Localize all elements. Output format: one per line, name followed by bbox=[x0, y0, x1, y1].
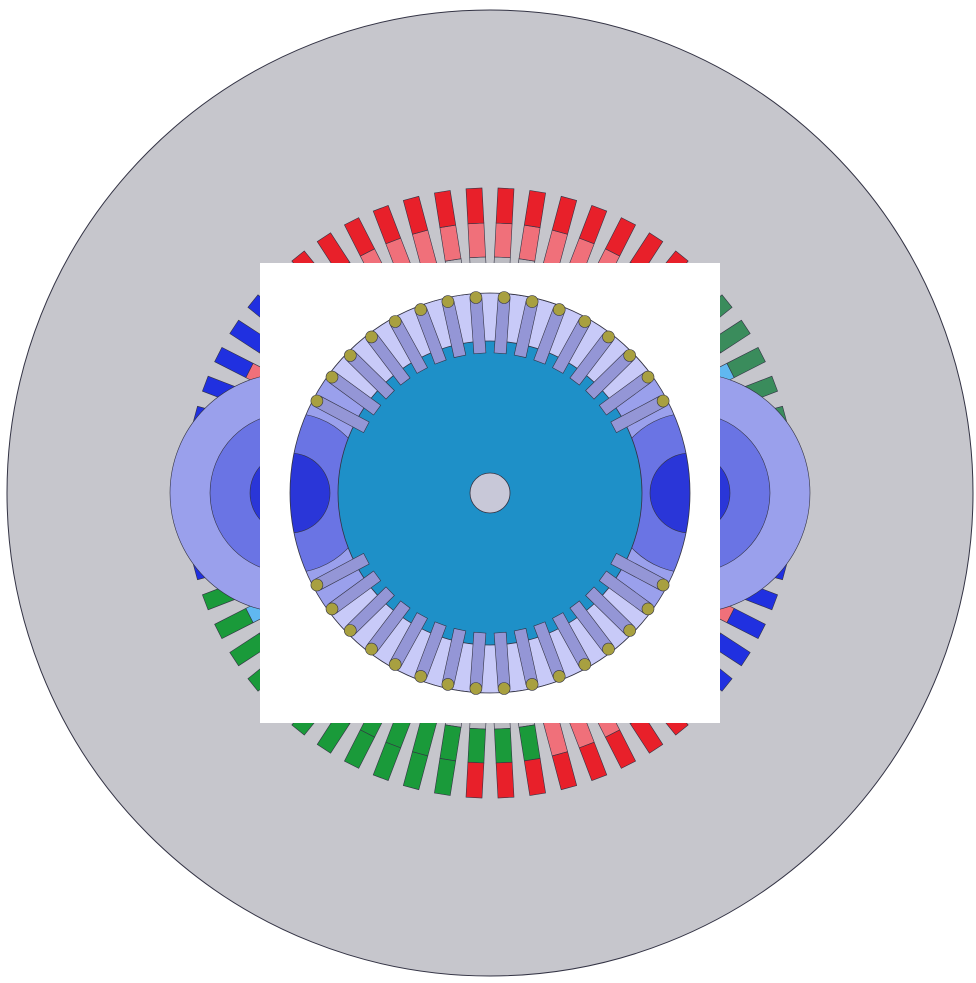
stator-winding-outer-layer bbox=[372, 205, 402, 245]
rotor-mask bbox=[260, 263, 720, 723]
stator-winding-outer-layer bbox=[434, 190, 457, 228]
damper-bar bbox=[552, 670, 566, 683]
damper-bar bbox=[441, 678, 455, 691]
shaft bbox=[469, 472, 511, 514]
damper-bar bbox=[656, 394, 670, 408]
damper-bar bbox=[365, 330, 378, 344]
damper-bar bbox=[469, 291, 483, 304]
stator-winding-outer-layer bbox=[604, 729, 637, 769]
damper-bar bbox=[414, 670, 428, 683]
stator-winding-outer-layer bbox=[726, 607, 766, 640]
damper-bar bbox=[497, 682, 511, 695]
rotor-edge bbox=[289, 292, 691, 694]
stator-winding-inner-layer bbox=[467, 222, 486, 259]
stator-winding-outer-layer bbox=[214, 607, 254, 640]
damper-bar bbox=[656, 578, 670, 592]
damper-bar bbox=[325, 602, 339, 616]
stator-winding-outer-layer bbox=[604, 217, 637, 257]
rotor-bars bbox=[310, 291, 670, 695]
damper-bar bbox=[343, 349, 357, 362]
stator-winding-outer-layer bbox=[343, 729, 376, 769]
stator-winding-outer-layer bbox=[495, 761, 515, 799]
damper-bar bbox=[310, 578, 324, 592]
damper-bar bbox=[497, 291, 511, 304]
damper-bar bbox=[310, 394, 324, 408]
damper-bar bbox=[578, 658, 592, 671]
damper-bar bbox=[578, 315, 592, 328]
stator-winding-outer-layer bbox=[465, 761, 485, 799]
stator-winding-outer-layer bbox=[343, 217, 376, 257]
stator-winding-inner-layer bbox=[494, 222, 513, 259]
stator-winding-outer-layer bbox=[523, 758, 546, 796]
damper-bar bbox=[525, 678, 539, 691]
damper-bar bbox=[414, 303, 428, 316]
damper-bar bbox=[641, 370, 655, 384]
damper-bar bbox=[641, 602, 655, 616]
damper-bar bbox=[525, 295, 539, 308]
stator-winding-outer-layer bbox=[214, 346, 254, 379]
stator-winding-outer-layer bbox=[726, 346, 766, 379]
shaft-hole bbox=[469, 472, 511, 514]
stator-winding-outer-layer bbox=[372, 741, 402, 781]
stator-winding-outer-layer bbox=[578, 741, 608, 781]
damper-bar bbox=[325, 370, 339, 384]
damper-bar bbox=[623, 624, 637, 637]
stator-winding-outer-layer bbox=[402, 751, 429, 791]
stator-winding-outer-layer bbox=[578, 205, 608, 245]
stator-winding-inner-layer bbox=[494, 727, 513, 764]
damper-bar bbox=[388, 658, 402, 671]
damper-bar bbox=[388, 315, 402, 328]
damper-bar bbox=[552, 303, 566, 316]
damper-bar bbox=[441, 295, 455, 308]
damper-bar bbox=[602, 330, 615, 344]
stator-winding-inner-layer bbox=[467, 727, 486, 764]
damper-bar bbox=[623, 349, 637, 362]
stator-winding-outer-layer bbox=[402, 195, 429, 235]
stator-winding-outer-layer bbox=[465, 187, 485, 225]
damper-bar bbox=[343, 624, 357, 637]
stator-winding-outer-layer bbox=[434, 758, 457, 796]
damper-bar bbox=[469, 682, 483, 695]
damper-bar bbox=[365, 642, 378, 656]
stator-winding-outer-layer bbox=[495, 187, 515, 225]
stator-winding-outer-layer bbox=[551, 751, 578, 791]
damper-bar bbox=[602, 642, 615, 656]
stator-winding-outer-layer bbox=[551, 195, 578, 235]
stator-winding-outer-layer bbox=[523, 190, 546, 228]
